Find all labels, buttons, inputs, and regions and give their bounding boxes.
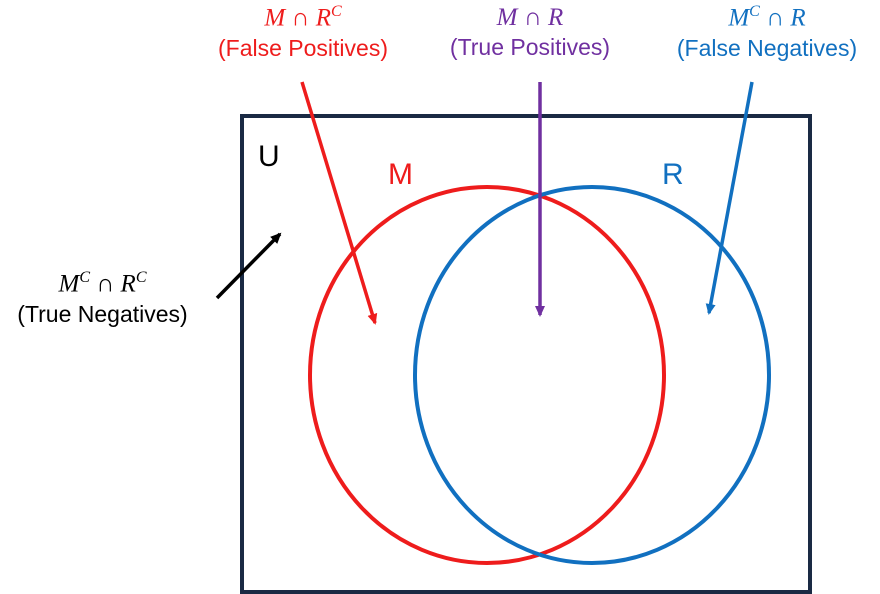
true-positives-expression: M ∩ R — [496, 4, 564, 31]
true-positives-description: (True Positives) — [449, 34, 611, 61]
false-positives-description: (False Positives) — [218, 34, 388, 61]
universe-label: U — [258, 140, 280, 173]
false-negatives-label: MC ∩ R (False Negatives) — [662, 2, 872, 62]
false-negatives-arrow — [705, 81, 754, 315]
set-r-circle — [413, 185, 771, 565]
true-negatives-description: (True Negatives) — [17, 300, 188, 327]
true-negatives-arrow — [215, 232, 282, 300]
true-positives-label: M ∩ R (True Positives) — [430, 2, 630, 62]
set-m-circle — [308, 185, 666, 565]
false-positives-arrow — [300, 81, 378, 325]
false-positives-expression: M ∩ RC — [264, 3, 342, 32]
true-negatives-label: MC ∩ RC (True Negatives) — [0, 268, 205, 328]
true-negatives-expression: MC ∩ RC — [58, 269, 147, 298]
set-r-label: R — [662, 158, 684, 191]
false-negatives-description: (False Negatives) — [676, 34, 858, 61]
set-m-label: M — [388, 158, 413, 191]
false-positives-label: M ∩ RC (False Positives) — [203, 2, 403, 62]
false-negatives-expression: MC ∩ R — [728, 3, 806, 32]
universe-box — [240, 114, 812, 594]
